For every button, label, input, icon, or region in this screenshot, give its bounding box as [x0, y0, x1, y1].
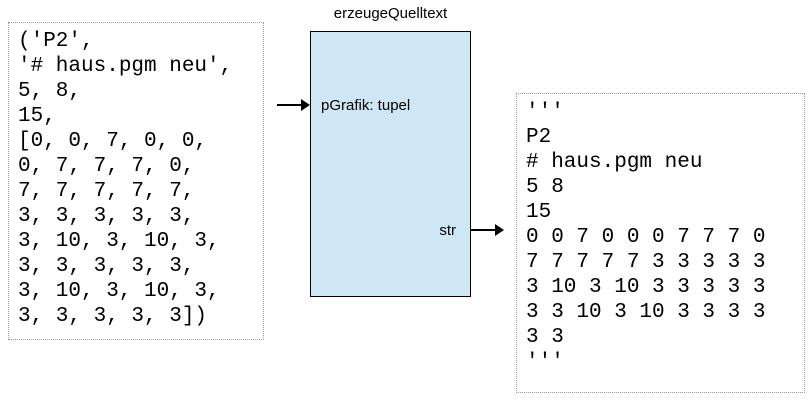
output-string-box: ''' P2 # haus.pgm neu 5 8 15 0 0 7 0 0 0…: [516, 93, 805, 393]
input-tuple-box: ('P2', '# haus.pgm neu', 5, 8, 15, [0, 0…: [8, 22, 264, 340]
output-arrow-shaft: [471, 229, 497, 231]
input-parameter-label: pGrafik: tupel: [321, 97, 411, 114]
input-arrow-shaft: [277, 104, 303, 106]
input-arrow-icon: [277, 99, 310, 111]
input-arrowhead-icon: [301, 99, 310, 111]
output-parameter-label: str: [439, 222, 456, 239]
function-title: erzeugeQuelltext: [333, 5, 448, 22]
output-arrow-icon: [471, 224, 504, 236]
output-arrowhead-icon: [495, 224, 504, 236]
function-box: pGrafik: tupel str: [310, 31, 471, 297]
